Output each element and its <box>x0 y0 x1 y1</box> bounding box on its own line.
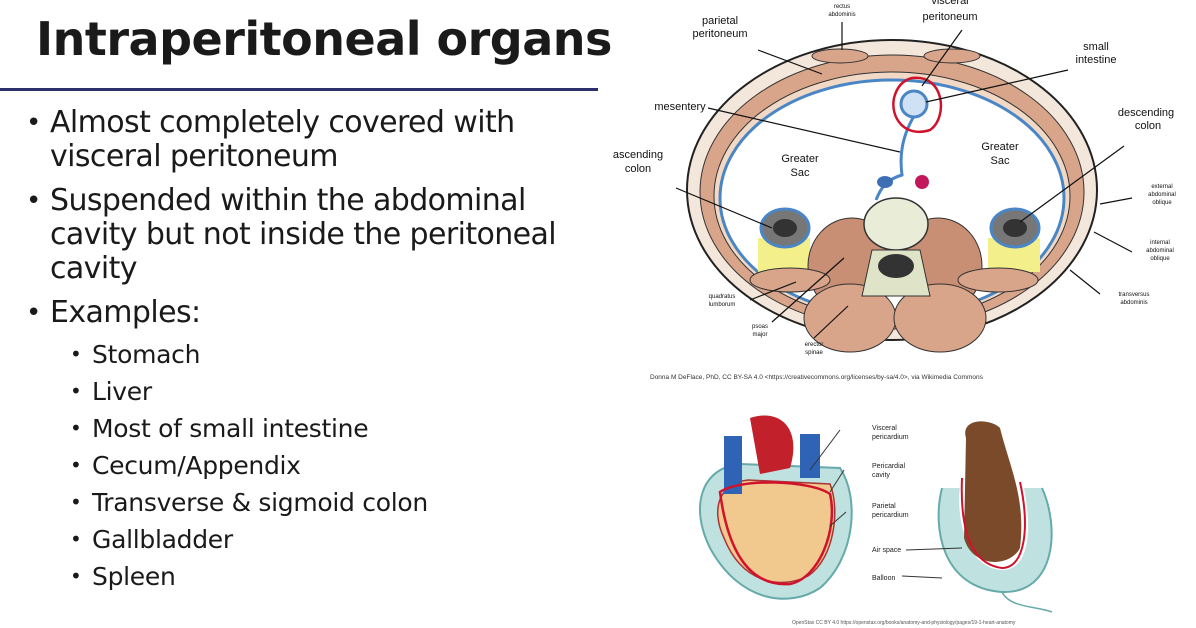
label-external-oblique: oblique <box>1152 200 1172 206</box>
balloon-fist-drawing <box>937 421 1053 613</box>
label-parietal-peritoneum: parietal <box>702 15 738 27</box>
label-ascending-colon: colon <box>625 163 651 175</box>
figure-labels: parietal peritoneum rectus abdominis vis… <box>613 0 1176 356</box>
heart-figure-labels: Visceral pericardium Pericardial cavity … <box>872 425 909 582</box>
example-item: Liver <box>70 373 604 410</box>
mesentery-line <box>874 115 916 201</box>
pericardium-balloon-figure: Visceral pericardium Pericardial cavity … <box>699 415 1053 613</box>
label-pericardial-cavity: cavity <box>872 472 890 479</box>
label-pericardial-cavity: Pericardial <box>872 463 906 470</box>
label-descending-colon: colon <box>1135 120 1161 132</box>
label-small-intestine: small <box>1083 41 1109 53</box>
label-internal-oblique: oblique <box>1150 256 1170 262</box>
label-greater-sac: Greater <box>981 141 1019 153</box>
label-greater-sac: Sac <box>991 155 1010 167</box>
label-internal-oblique: internal <box>1150 240 1170 246</box>
label-balloon: Balloon <box>872 575 895 582</box>
rectus-abdominis <box>811 48 869 64</box>
bullet-item: Examples: Stomach Liver Most of small in… <box>24 295 604 596</box>
label-transversus-abdominis: transversus <box>1118 292 1149 298</box>
label-quadratus-lumborum: quadratus <box>709 294 736 300</box>
rectus-abdominis <box>923 48 981 64</box>
example-item: Stomach <box>70 336 604 373</box>
label-rectus-abdominis: abdominis <box>828 12 855 18</box>
label-parietal-pericardium: pericardium <box>872 512 909 519</box>
ascending-colon-shape <box>758 207 811 272</box>
label-external-oblique: abdominal <box>1148 192 1176 198</box>
label-erector-spinae: erector <box>805 342 824 348</box>
title-underline <box>0 88 598 91</box>
label-psoas-major: psoas <box>752 324 768 330</box>
label-greater-sac: Greater <box>781 153 819 165</box>
slide-title: Intraperitoneal organs <box>36 12 612 66</box>
label-mesentery: mesentery <box>654 101 706 113</box>
leader-lines <box>675 22 1133 339</box>
spine-and-back-muscles <box>749 197 1039 353</box>
examples-list: Stomach Liver Most of small intestine Ce… <box>50 336 604 595</box>
example-item: Spleen <box>70 558 604 595</box>
bullet-item: Almost completely covered with visceral … <box>24 106 604 174</box>
label-visceral-pericardium: pericardium <box>872 434 909 441</box>
label-rectus-abdominis: rectus <box>834 4 850 10</box>
label-visceral-peritoneum: peritoneum <box>922 11 977 23</box>
example-item: Gallbladder <box>70 521 604 558</box>
label-visceral-pericardium: Visceral <box>872 425 897 432</box>
visceral-peritoneum-annotation <box>892 76 943 133</box>
vessel <box>915 175 929 189</box>
example-item: Transverse & sigmoid colon <box>70 484 604 521</box>
label-ascending-colon: ascending <box>613 149 663 161</box>
label-erector-spinae: spinae <box>805 350 823 356</box>
label-descending-colon: descending <box>1118 107 1174 119</box>
heart-leader-lines <box>809 429 963 579</box>
heart-drawing <box>699 415 853 600</box>
example-item: Most of small intestine <box>70 410 604 447</box>
label-parietal-peritoneum: peritoneum <box>692 28 747 40</box>
label-quadratus-lumborum: lumborum <box>709 302 736 308</box>
vessel <box>877 176 893 188</box>
bullet-item-label: Examples: <box>50 295 201 330</box>
label-external-oblique: external <box>1151 184 1172 190</box>
small-intestine-shape <box>899 89 929 119</box>
abdomen-cross-section-figure: parietal peritoneum rectus abdominis vis… <box>613 0 1176 356</box>
label-visceral-peritoneum: visceral <box>931 0 968 7</box>
label-small-intestine: intestine <box>1076 54 1117 66</box>
label-psoas-major: major <box>752 332 767 338</box>
bullet-item: Suspended within the abdominal cavity bu… <box>24 184 604 286</box>
label-air-space: Air space <box>872 547 901 554</box>
descending-colon-shape <box>988 207 1041 272</box>
label-transversus-abdominis: abdominis <box>1120 300 1147 306</box>
example-item: Cecum/Appendix <box>70 447 604 484</box>
label-parietal-pericardium: Parietal <box>872 503 896 510</box>
label-greater-sac: Sac <box>791 167 810 179</box>
bullet-list: Almost completely covered with visceral … <box>24 106 604 605</box>
figure-credit: Donna M DeFlace, PhD, CC BY-SA 4.0 <http… <box>650 374 983 381</box>
heart-figure-credit: OpenStax CC BY 4.0 https://openstax.org/… <box>792 620 1016 626</box>
label-internal-oblique: abdominal <box>1146 248 1174 254</box>
